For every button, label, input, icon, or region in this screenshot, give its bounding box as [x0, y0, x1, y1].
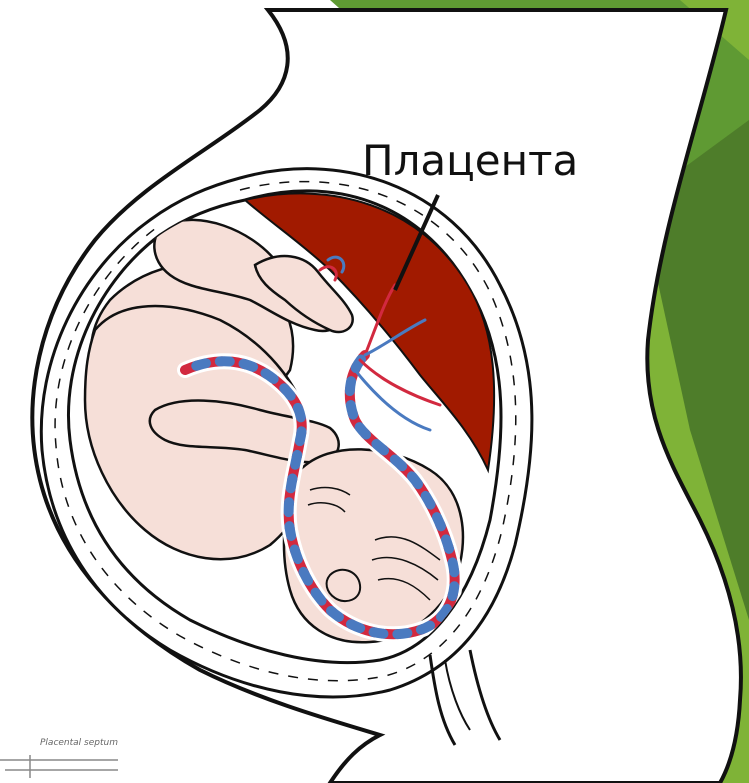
corner-caption: Placental septum: [40, 738, 118, 748]
corner-scale-bar: [0, 755, 118, 778]
placenta-label: Плацента: [362, 136, 578, 185]
fetus-ear: [327, 570, 361, 601]
